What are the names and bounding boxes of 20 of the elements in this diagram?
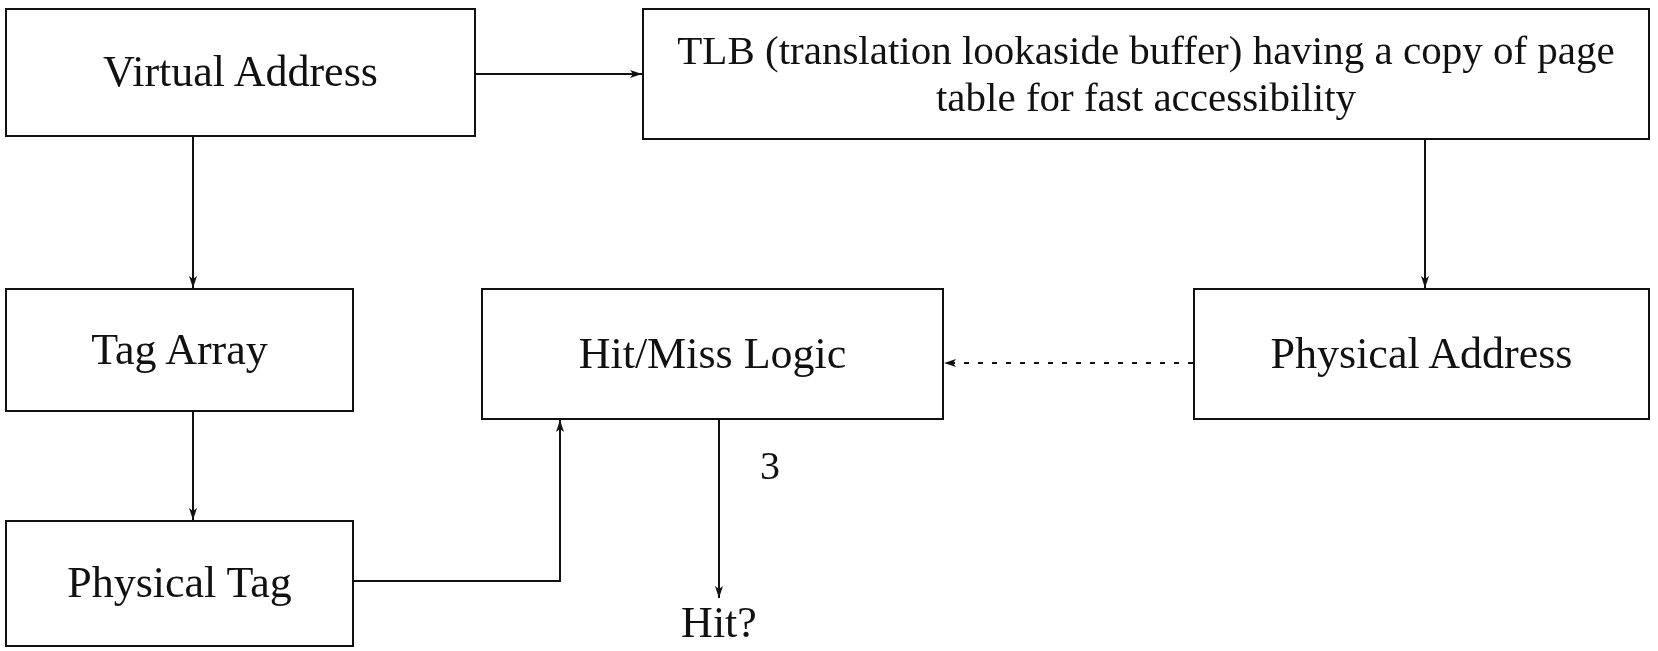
arrow: [353, 419, 564, 582]
process-box: [1193, 288, 1650, 420]
box-label: Tag Array: [91, 324, 268, 376]
box-label: Hit/Miss Logic: [578, 328, 847, 380]
arrow: [943, 359, 1194, 367]
process-box: [481, 288, 944, 420]
box-label: Physical Address: [1270, 328, 1573, 380]
arrow: [189, 136, 197, 289]
process-box: [5, 288, 354, 412]
box-label: TLB (translation lookaside buffer) having a copy of page table for fast accessibility: [676, 26, 1616, 122]
box-label: Physical Tag: [67, 558, 292, 609]
arrow: [715, 419, 723, 599]
arrow: [475, 70, 643, 78]
process-box: [642, 8, 1650, 140]
process-box: [5, 520, 354, 647]
output-label: Hit?: [664, 598, 774, 648]
process-box: [5, 8, 476, 137]
arrow: [189, 411, 197, 521]
arrow: [1421, 139, 1429, 289]
box-label: Virtual Address: [103, 47, 378, 98]
